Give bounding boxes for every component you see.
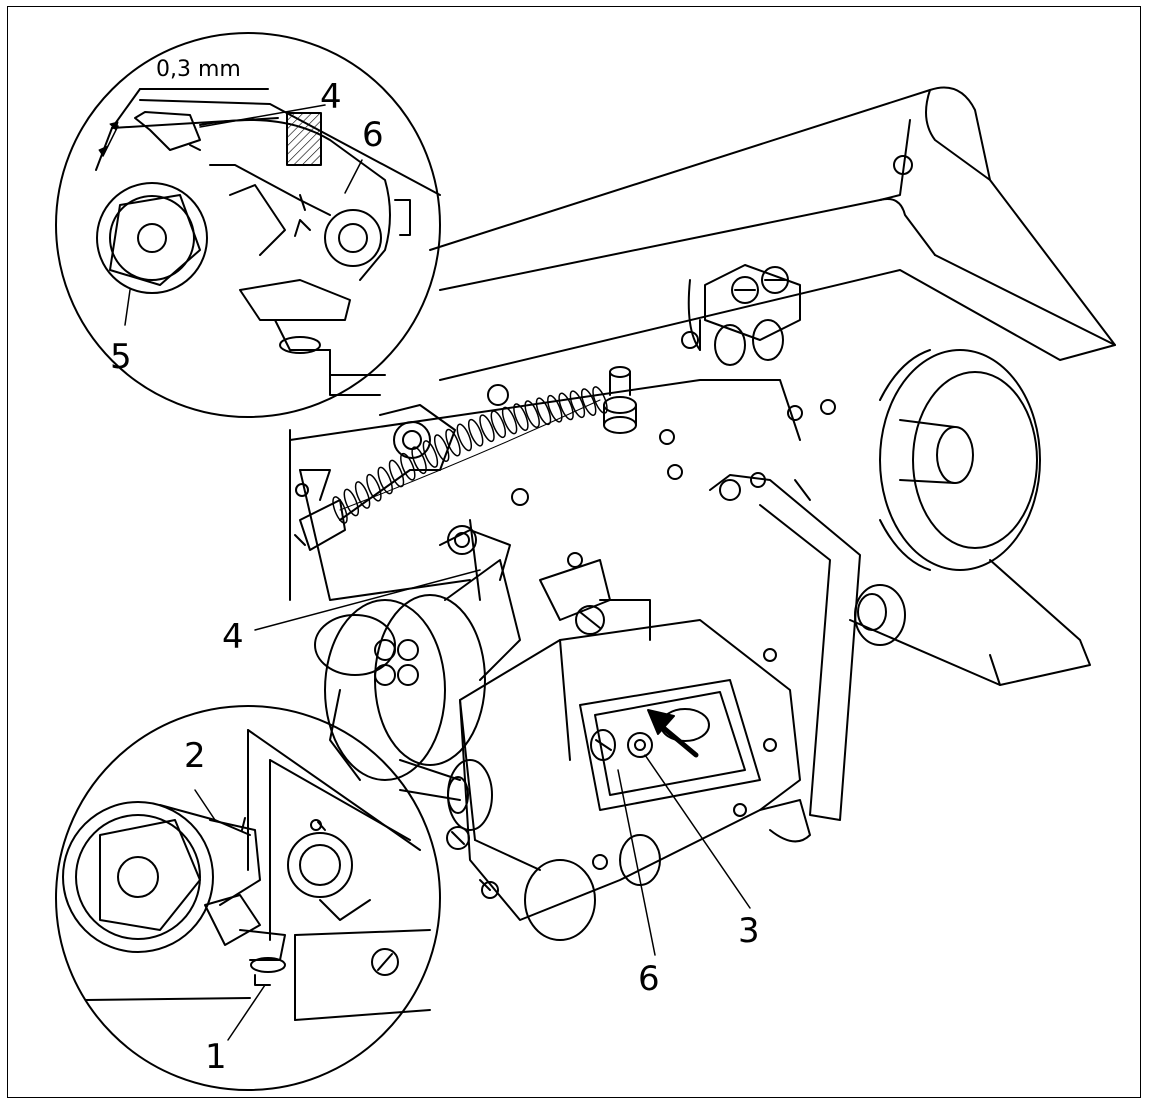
spring-coil [490, 410, 507, 439]
spring-coil [569, 390, 586, 419]
spring-coil [343, 488, 360, 517]
detail-circle-bottom [55, 705, 441, 1091]
callout-3: 3 [738, 911, 760, 951]
spring-coil [400, 452, 416, 481]
spring-coil [388, 459, 405, 488]
spring-coil [332, 496, 348, 524]
spring-coil [366, 473, 382, 502]
callout-6-main: 6 [638, 959, 660, 999]
spring-coil [501, 406, 518, 435]
gap-measurement-label: 0,3 mm [156, 57, 241, 82]
spring-coil [445, 428, 461, 457]
callout-4-main: 4 [222, 617, 244, 657]
spring-coil [558, 392, 574, 421]
callout-4-top: 4 [320, 77, 342, 117]
spring-coil [354, 481, 371, 509]
spring-coil [524, 400, 540, 428]
upper-bracket [699, 264, 801, 366]
spring-coil [422, 440, 439, 468]
bed-plate [289, 279, 836, 601]
spring-coil [377, 466, 393, 495]
callout-2: 2 [184, 736, 206, 776]
tension-spring [294, 399, 601, 551]
drive-shaft [399, 759, 493, 850]
spring-coils [332, 386, 608, 524]
callout-5: 5 [110, 337, 132, 377]
spring-coil [467, 418, 484, 447]
handwheel [879, 349, 1041, 571]
figure-frame [7, 6, 1141, 1098]
feed-casting [459, 619, 811, 941]
lower-arm [849, 559, 1091, 686]
callout-6-top: 6 [362, 115, 384, 155]
direction-arrow [647, 709, 699, 758]
spring-coil [535, 397, 552, 426]
spring-coil [433, 434, 450, 462]
spring-coil [513, 403, 529, 431]
spring-post [603, 366, 637, 434]
callout-1: 1 [205, 1037, 227, 1077]
spring-coil [456, 423, 473, 452]
cam-assembly [314, 519, 651, 781]
detail-circle-top [55, 32, 441, 418]
spring-coil [580, 388, 597, 416]
spring-coil [547, 394, 563, 423]
link-arm [709, 474, 861, 821]
leader-lines [124, 104, 751, 1041]
spring-coil [479, 414, 495, 443]
spring-coil [411, 446, 427, 475]
machine-arm [289, 86, 1116, 601]
spring-coil [592, 386, 608, 414]
